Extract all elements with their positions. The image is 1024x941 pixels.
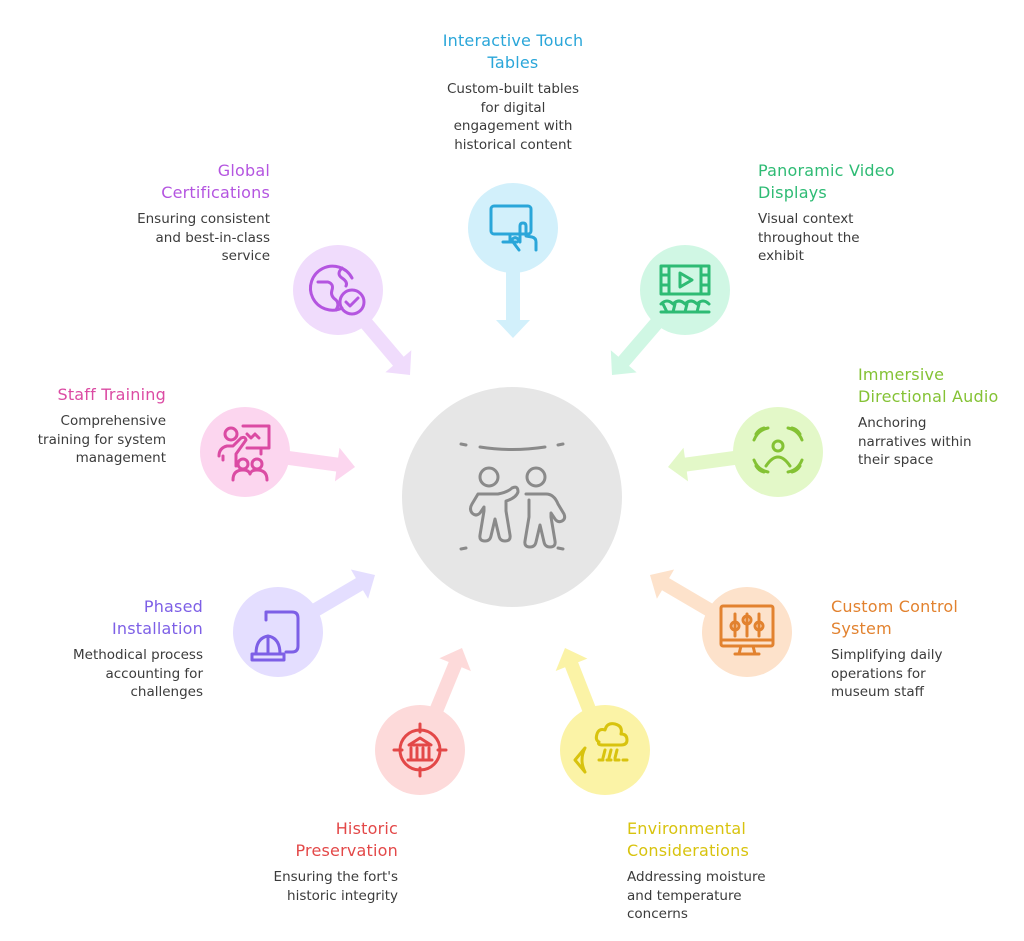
phased-installation-node: [233, 587, 323, 677]
description-line: narratives within: [858, 433, 972, 450]
description-line: Simplifying daily: [831, 647, 943, 663]
title-line: Certifications: [161, 183, 270, 202]
description-line: historic integrity: [287, 887, 398, 904]
staff-training-circle: [200, 407, 290, 497]
title-line: Staff Training: [57, 385, 166, 404]
description-line: Visual context: [758, 211, 854, 227]
presentation-training-icon: [217, 424, 271, 482]
panoramic-video-displays-description: Visual context throughout the exhibit: [758, 210, 998, 266]
panoramic-video-displays-node: [640, 245, 730, 335]
title-line: Immersive: [858, 365, 945, 384]
description-line: Ensuring the fort's: [273, 869, 398, 885]
phased-installation-description: Methodical process accounting for challeng…: [3, 646, 203, 702]
global-certifications-circle: [293, 245, 383, 335]
description-line: Comprehensive: [60, 413, 166, 429]
title-line: Historic: [335, 819, 398, 838]
center-hub: [402, 387, 622, 607]
title-line: System: [831, 619, 892, 638]
description-line: Anchoring: [858, 415, 927, 431]
panoramic-video-displays-circle: [640, 245, 730, 335]
phased-installation-circle: [233, 587, 323, 677]
description-line: exhibit: [758, 248, 804, 264]
video-theater-icon: [659, 264, 711, 314]
custom-control-system-node: [702, 587, 792, 677]
people-in-space-icon: [459, 442, 567, 551]
title-line: Custom Control: [831, 597, 959, 616]
title-line: Panoramic Video: [758, 161, 895, 180]
description-line: training for system: [37, 431, 166, 448]
touchscreen-monitor-icon: [489, 204, 538, 252]
immersive-directional-audio-description: Anchoring narratives within their space: [858, 414, 1024, 470]
title-line: Preservation: [295, 841, 398, 860]
globe-check-icon: [309, 264, 366, 316]
description-line: operations for: [831, 665, 926, 682]
interactive-touch-tables-arrow: [496, 228, 530, 338]
interactive-touch-tables-description: Custom-built tables for digital engagement…: [393, 80, 633, 154]
description-line: challenges: [130, 684, 203, 700]
title-line: Tables: [487, 53, 539, 72]
title-line: Interactive Touch: [442, 31, 584, 50]
description-line: management: [75, 450, 166, 466]
title-line: Considerations: [627, 841, 750, 860]
environmental-considerations-node: [560, 705, 650, 795]
description-line: Addressing moisture: [627, 869, 766, 885]
interactive-touch-tables-circle: [468, 183, 558, 273]
historic-preservation-circle: [375, 705, 465, 795]
staff-training-description: Comprehensive training for system manageme…: [0, 412, 166, 468]
description-line: engagement with: [453, 118, 573, 134]
monitor-sliders-icon: [719, 604, 775, 656]
staff-training-title: Staff Training: [0, 384, 166, 406]
description-line: for digital: [480, 99, 546, 116]
custom-control-system-description: Simplifying daily operations for museum st…: [831, 646, 1021, 702]
interactive-touch-tables-node: [468, 183, 558, 273]
weather-sensor-icon: [573, 722, 629, 774]
description-line: throughout the: [758, 229, 860, 246]
description-line: Ensuring consistent: [137, 211, 270, 227]
description-line: concerns: [627, 906, 688, 922]
description-line: accounting for: [105, 665, 203, 682]
description-line: Methodical process: [73, 647, 203, 663]
surround-audio-icon: [752, 426, 804, 474]
global-certifications-description: Ensuring consistent and best-in-class serv…: [30, 210, 270, 266]
title-line: Directional Audio: [858, 387, 999, 406]
hardhat-blueprint-icon: [250, 610, 300, 662]
description-line: museum staff: [831, 684, 924, 700]
title-line: Phased: [143, 597, 203, 616]
historic-preservation-description: Ensuring the fort's historic integrity: [158, 868, 398, 905]
description-line: historical content: [454, 136, 572, 153]
staff-training-node: [200, 407, 290, 497]
title-line: Installation: [111, 619, 203, 638]
title-line: Environmental: [627, 819, 747, 838]
historic-preservation-node: [375, 705, 465, 795]
global-certifications-node: [293, 245, 383, 335]
description-line: service: [221, 248, 270, 264]
description-line: Custom-built tables: [446, 81, 580, 97]
title-line: Global: [217, 161, 270, 180]
immersive-directional-audio-node: [733, 407, 823, 497]
description-line: their space: [858, 452, 934, 468]
museum-target-icon: [392, 722, 448, 778]
description-line: and best-in-class: [155, 229, 270, 246]
title-line: Displays: [758, 183, 827, 202]
environmental-considerations-description: Addressing moisture and temperature concer…: [627, 868, 867, 924]
description-line: and temperature: [627, 887, 742, 904]
